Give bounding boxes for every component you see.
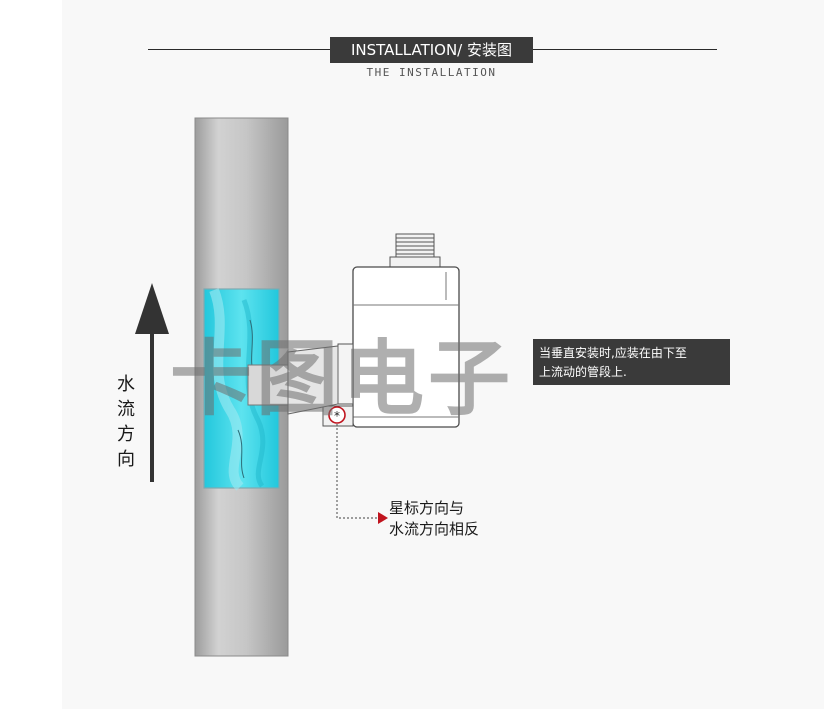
header-rule-right: [533, 49, 717, 50]
flow-direction-label: 水 流 方 向: [113, 372, 139, 472]
flow-char: 流: [117, 399, 135, 420]
flow-char: 向: [117, 449, 135, 470]
leader-line: [336, 424, 378, 519]
star-note-line: 水流方向相反: [389, 520, 480, 538]
header-title: INSTALLATION/ 安装图: [330, 37, 533, 63]
star-note-line: 星标方向与: [389, 499, 465, 517]
star-direction-note: 星标方向与 水流方向相反: [389, 498, 479, 540]
callout-line: 当垂直安装时,应装在由下至: [539, 346, 687, 360]
header-rule-left: [148, 49, 330, 50]
flow-char: 方: [117, 424, 135, 445]
header-subtitle: THE INSTALLATION: [366, 66, 497, 79]
star-marker-glyph: *: [334, 409, 340, 423]
star-marker-icon: [328, 406, 346, 424]
up-arrow-icon: [135, 283, 169, 482]
callout-line: 上流动的管段上.: [539, 365, 627, 379]
vertical-install-callout: 当垂直安装时,应装在由下至 上流动的管段上.: [533, 339, 730, 385]
triangle-right-icon: [378, 512, 388, 524]
flow-char: 水: [117, 374, 135, 395]
sensor-device: [247, 233, 460, 428]
